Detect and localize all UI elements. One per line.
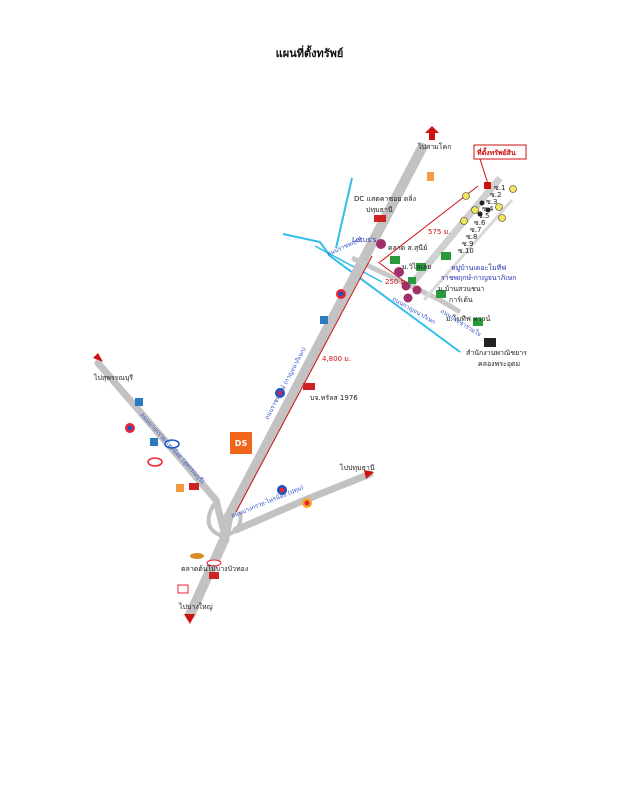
building-icon	[427, 172, 434, 181]
label-motif: ม.โมทีฟ ทาวน์	[446, 314, 490, 323]
label-road-suphan: ถนนบางกรวย-ไทรน้อย (สุพรรณบุรี)	[139, 411, 207, 485]
label-to-bangyai: ไปบางใหญ่	[178, 602, 213, 611]
label-to-suphan: ไปสุพรรณบุรี	[93, 373, 133, 382]
fuel-station-icon	[125, 423, 135, 433]
canal-branch	[335, 177, 353, 249]
fuel-station-icon	[275, 388, 285, 398]
label-market-s: ตลาด ส.สุนีย์	[388, 244, 427, 252]
building-icon	[176, 484, 184, 492]
distance-line-575	[379, 185, 479, 263]
shop-icon	[320, 316, 328, 324]
label-land-1976: บจ.ทรัลส 1976	[310, 394, 358, 402]
soi-label: ซ.6	[474, 219, 486, 227]
property-marker-box	[473, 144, 527, 160]
label-road-side: ถนนราชพฤกษ์	[326, 235, 364, 258]
soi-label: ซ.3	[486, 198, 497, 206]
label-road-side2: ถนนกาญจนาภิเษก	[391, 296, 437, 327]
car-icon	[206, 559, 222, 567]
property-pointer	[479, 158, 489, 185]
school-icon	[441, 252, 451, 260]
label-garden: การ์เด้น	[449, 296, 473, 304]
car-icon	[190, 553, 204, 559]
market-icon	[189, 483, 199, 490]
soi-label: ซ.2	[490, 191, 501, 199]
soi-label: ซ.8	[466, 233, 477, 241]
soi-label: ซ.1	[494, 184, 505, 192]
brand-icon	[147, 457, 163, 467]
soi-label: ซ.4	[482, 205, 494, 213]
office-icon	[484, 338, 496, 347]
property-pin	[484, 182, 491, 189]
shop-icon	[150, 438, 158, 446]
poi-markers	[376, 239, 422, 303]
label-ban-suan: ม.บ้านสวนชนา	[438, 285, 485, 293]
soi-markers	[460, 185, 517, 225]
canal-upper	[282, 233, 461, 353]
ds-logo: DS	[230, 432, 252, 454]
label-market-flower: ตลาดต้นไม้บางบัวทอง	[181, 564, 248, 573]
school-icon	[473, 318, 483, 326]
arrow-right-icon	[364, 470, 374, 479]
soi-label: ซ.7	[470, 226, 481, 234]
canal-lower	[314, 245, 383, 283]
label-wilai: ม.วิไลเลย	[402, 262, 431, 271]
distance-line-250	[377, 261, 409, 285]
label-dist-575: 575 ม.	[428, 228, 450, 236]
label-to-north: ไปสามโคก	[417, 142, 451, 151]
brand-icon	[177, 584, 189, 594]
suphan-road	[94, 359, 230, 544]
label-village1: หมู่บ้านเดอะโมทีฟ	[451, 263, 506, 272]
label-property: ที่ตั้งทรัพย์สิน	[477, 146, 516, 157]
market-icon	[374, 215, 386, 222]
interchange-loop	[206, 502, 243, 539]
arrow-down-icon	[184, 614, 195, 624]
fuel-station-icon	[336, 289, 346, 299]
label-lotus: Lotus's	[352, 236, 377, 244]
school-icon	[390, 256, 400, 264]
soi-label: ซ.9	[462, 240, 473, 248]
fuel-station-icon	[277, 485, 287, 495]
label-dist-250: 250 ม.	[385, 278, 407, 286]
school-icon	[408, 277, 416, 284]
pathum-road	[232, 470, 374, 534]
soi-labels: ซ.1 ซ.2 ซ.3 ซ.4 ซ.5 ซ.6 ซ.7 ซ.8 ซ.9 ซ.10	[458, 184, 505, 255]
soi-label: ซ.5	[478, 212, 489, 220]
arrow-up-icon	[425, 126, 439, 140]
market-icon	[209, 572, 219, 579]
school-icon	[436, 290, 446, 298]
fuel-station-icon	[302, 498, 312, 508]
brand-icon	[164, 439, 180, 449]
label-dc-2: ปทุมธานี	[366, 206, 393, 214]
soi-label: ซ.10	[458, 247, 474, 255]
main-road	[185, 143, 427, 620]
label-office-2: คลองพระอุดม	[478, 360, 520, 368]
label-dist-4800: 4,800 ม.	[322, 355, 351, 363]
school-icon	[416, 263, 426, 271]
soi-lane-2	[422, 199, 514, 301]
label-dc: DC แสตคาซอย ตลิ่ง	[354, 194, 416, 203]
market-icon	[303, 383, 315, 390]
ds-logo-text: DS	[235, 439, 248, 448]
label-village1b: ราชพฤกษ์-กาญจนาภิเษก	[441, 274, 516, 282]
label-office: สำนักงานพาณิชยาร	[466, 349, 527, 357]
page-title: แผนที่ตั้งทรัพย์	[275, 47, 344, 60]
label-to-pathum: ไปปทุมธานี	[339, 463, 375, 472]
side-road	[350, 255, 462, 315]
shop-icon	[135, 398, 143, 406]
arrow-up-icon	[93, 353, 103, 362]
